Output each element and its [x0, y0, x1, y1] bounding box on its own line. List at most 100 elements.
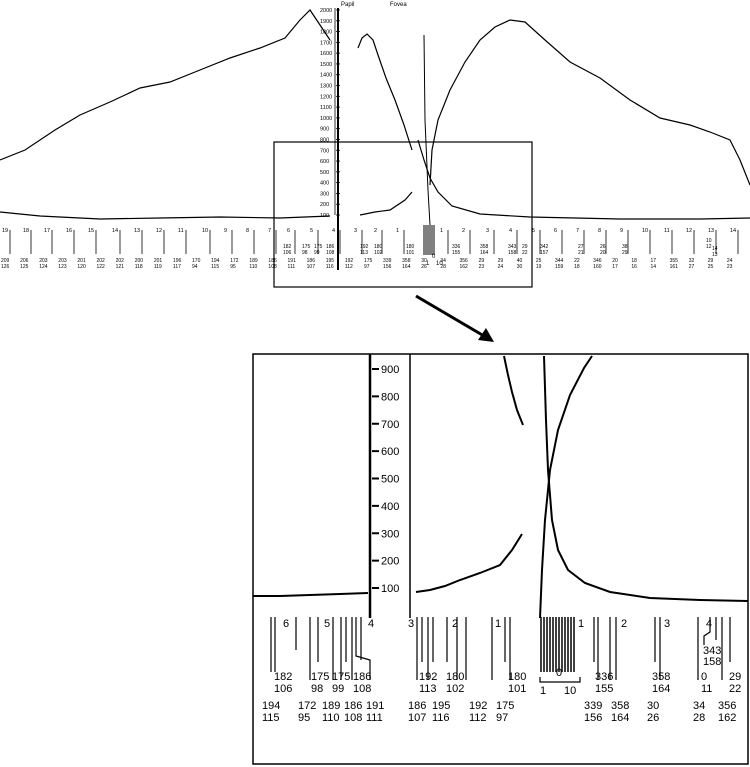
mid-c-2: 99	[332, 683, 344, 695]
bot-b-1: 172	[298, 700, 316, 712]
mid-d-1: 186	[353, 671, 371, 683]
top-bottom-value: 22	[574, 258, 580, 264]
top-bottom-value: 32	[689, 258, 695, 264]
top-bottom-value: 24	[498, 264, 504, 270]
zoom-scale-label: 700	[381, 419, 399, 431]
zoom-scale-label: 500	[381, 474, 399, 486]
top-bottom-value: 200	[135, 258, 144, 264]
top-bottom-value: 203	[58, 258, 67, 264]
top-bottom-value: 29	[708, 258, 714, 264]
top-index-label: 1	[396, 228, 399, 234]
papil-lower-curve	[359, 191, 413, 216]
top-index-label: 1	[440, 228, 443, 234]
top-bottom-value: 119	[154, 264, 162, 270]
zoom-center-cluster	[540, 617, 575, 672]
top-index-label: 18	[23, 228, 29, 234]
top-scale-label: 900	[320, 127, 329, 133]
fovea-label: Fovea	[390, 2, 407, 8]
top-mid-value: 158	[508, 250, 517, 256]
top-bottom-value: 18	[574, 264, 580, 270]
bot-d-1: 186	[344, 700, 362, 712]
mid-i-1: 358	[652, 671, 670, 683]
top-bottom-value: 111	[288, 264, 296, 270]
top-bottom-value: 356	[459, 258, 468, 264]
top-bottom-value: 164	[402, 264, 411, 270]
top-bottom-value: 25	[536, 258, 542, 264]
top-bottom-value: 156	[383, 264, 392, 270]
top-index-label: 16	[66, 228, 72, 234]
zoom-frame	[252, 353, 749, 765]
top-bottom-value: 186	[307, 258, 316, 264]
mid-f-2: 102	[446, 683, 464, 695]
bot-d-2: 108	[344, 712, 362, 724]
top-bottom-value: 202	[116, 258, 125, 264]
top-bottom-value: 40	[517, 258, 523, 264]
zoom-fovea-descending	[543, 355, 749, 602]
top-bottom-value: 30	[517, 264, 523, 270]
top-bottom-value: 118	[135, 264, 143, 270]
bot-f-2: 107	[408, 712, 426, 724]
top-index-label: 19	[2, 228, 8, 234]
mid-e-1: 192	[419, 671, 437, 683]
top-center-0: 0	[432, 254, 436, 260]
top-bottom-value: 115	[211, 264, 219, 270]
top-bottom-value: 26	[421, 264, 427, 270]
bot-i-1: 175	[496, 700, 514, 712]
top-bottom-value: 124	[39, 264, 48, 270]
zoom-left-baseline	[253, 592, 369, 597]
top-index-label: 14	[730, 228, 736, 234]
right-upper-curve	[429, 19, 750, 186]
top-bottom-value: 201	[154, 258, 163, 264]
top-index-label: 13	[134, 228, 140, 234]
zoom-index-1-left: 1	[495, 618, 501, 630]
top-scale-label: 1600	[320, 51, 332, 57]
zoom-scale-label: 100	[381, 583, 399, 595]
top-index-label: 10	[202, 228, 208, 234]
mid-b-2: 98	[311, 683, 323, 695]
bot-m-1: 34	[693, 700, 705, 712]
top-mid-value: 108	[326, 250, 335, 256]
top-mid-value: 14	[712, 246, 718, 252]
top-mid-value: 164	[480, 250, 489, 256]
top-bottom-value: 27	[689, 264, 695, 270]
top-bottom-value: 189	[249, 258, 258, 264]
top-bottom-value: 108	[268, 264, 277, 270]
top-scale-labels: 2000190018001700160015001400130012001100…	[320, 8, 340, 219]
zoom-center-bracket	[539, 677, 581, 683]
bot-k-1: 358	[611, 700, 629, 712]
top-center-10: 10	[436, 261, 443, 267]
zoom-scale-label: 900	[381, 364, 399, 376]
zoom-ten-label: 10	[564, 685, 576, 697]
top-index-label: 12	[156, 228, 162, 234]
top-index-label: 17	[44, 228, 50, 234]
top-bottom-value: 202	[97, 258, 106, 264]
mid-a-2: 106	[274, 683, 292, 695]
zoom-scale-label: 200	[381, 556, 399, 568]
top-bottom-value: 110	[249, 264, 257, 270]
zoom-one-label: 1	[540, 685, 546, 697]
mid-i-2: 164	[652, 683, 670, 695]
top-index-label: 6	[554, 228, 557, 234]
mid-j-2: 158	[703, 656, 721, 668]
top-bottom-value: 23	[727, 264, 733, 270]
bot-h-2: 112	[469, 712, 487, 724]
bot-b-2: 95	[298, 712, 310, 724]
top-bottom-value: 120	[77, 264, 86, 270]
top-bottom-value: 206	[20, 258, 29, 264]
top-scale-label: 700	[320, 148, 329, 154]
mid-k-2: 22	[729, 683, 741, 695]
top-bottom-value: 344	[555, 258, 564, 264]
top-index-label: 7	[268, 228, 271, 234]
top-index-label: 15	[88, 228, 94, 234]
top-bottom-value: 117	[173, 264, 181, 270]
zoom-mid-pairs: 182 106 175 98 175 99 186 108 192 113 18…	[274, 645, 741, 695]
mid-e-2: 113	[419, 683, 437, 695]
zoom-index-3-left: 3	[408, 618, 414, 630]
zoom-scale-label: 400	[381, 501, 399, 513]
bot-l-1: 30	[647, 700, 659, 712]
top-scale-label: 800	[320, 137, 329, 143]
zoom-region-box	[273, 141, 533, 288]
bot-a-1: 194	[262, 700, 280, 712]
mid-11: 11	[701, 683, 712, 695]
mid-h-1: 336	[595, 671, 613, 683]
